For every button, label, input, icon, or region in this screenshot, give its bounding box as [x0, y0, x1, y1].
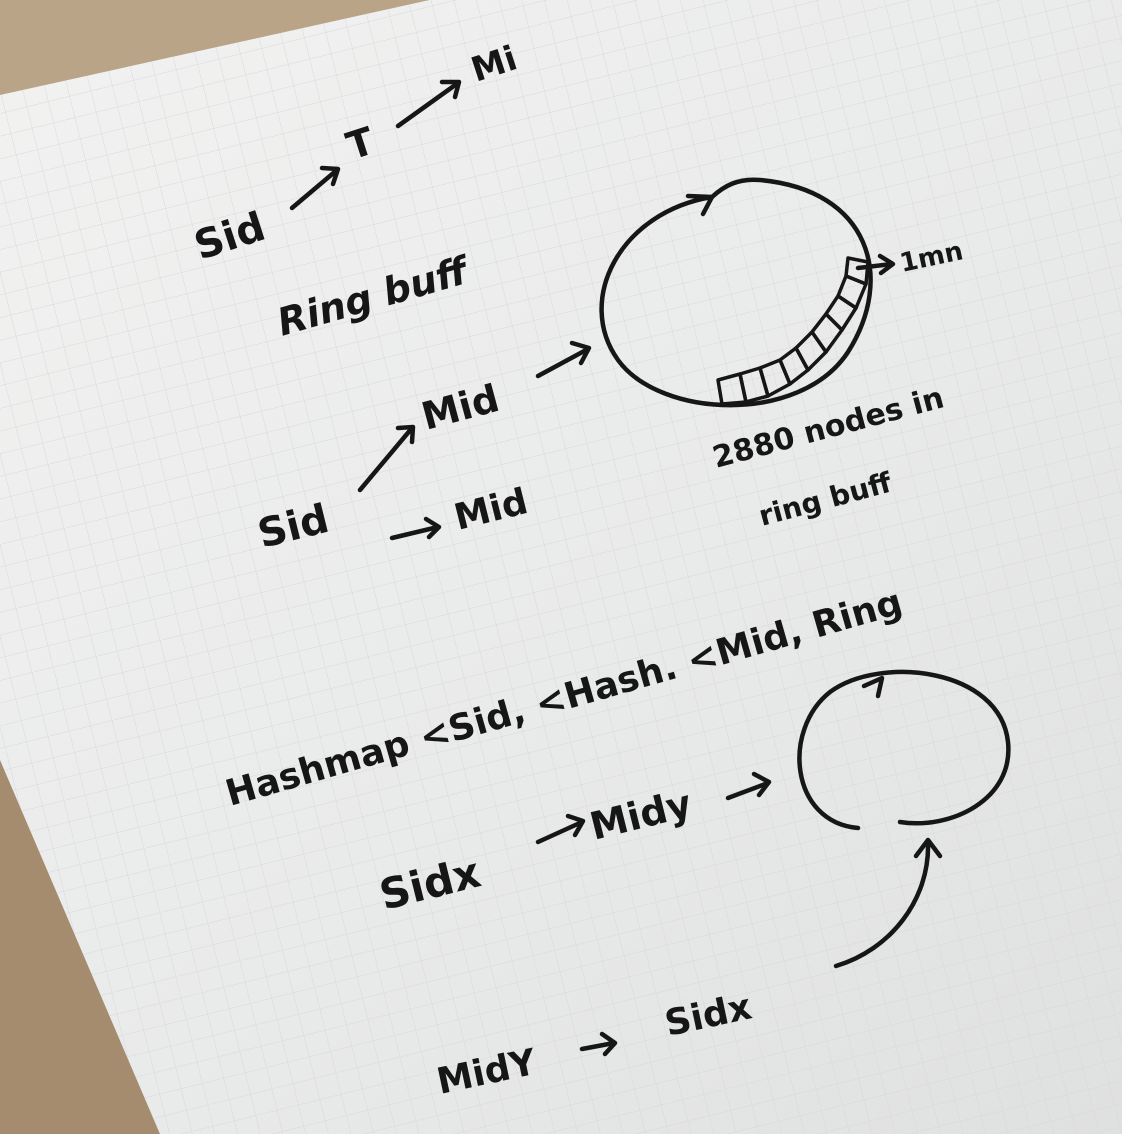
arrow-head-icon — [439, 79, 462, 100]
arrow-sid-to-mid-upper — [357, 425, 415, 493]
ring-direction-icon — [685, 193, 715, 217]
arrow-head-icon — [913, 837, 943, 859]
small-ring-circle — [797, 669, 1011, 831]
ring-buffer-slots — [716, 256, 870, 406]
arrow-mid-to-ring — [535, 346, 591, 379]
arrow-head-icon — [751, 771, 772, 798]
arrow-midy-to-sidx — [579, 1040, 617, 1052]
arrow-to-size-label — [855, 261, 895, 271]
arrow-t-to-mi — [395, 80, 461, 129]
arrow-head-icon — [599, 1031, 618, 1057]
arrow-sid-to-mid-lower — [389, 524, 441, 541]
arrow-sid-to-t — [289, 167, 340, 211]
arrow-head-icon — [395, 424, 416, 445]
arrow-head-icon — [319, 165, 341, 187]
arrow-head-icon — [877, 253, 896, 276]
arrow-sidx-to-ring — [833, 839, 931, 969]
arrow-head-icon — [569, 340, 592, 366]
arrow-head-icon — [423, 516, 442, 540]
ring-direction-icon — [861, 675, 885, 699]
arrow-head-icon — [565, 813, 586, 838]
ring-buffer-circle — [599, 177, 873, 408]
arrow-midy-to-ring — [725, 780, 771, 801]
arrow-sidx-to-midy — [535, 819, 585, 845]
